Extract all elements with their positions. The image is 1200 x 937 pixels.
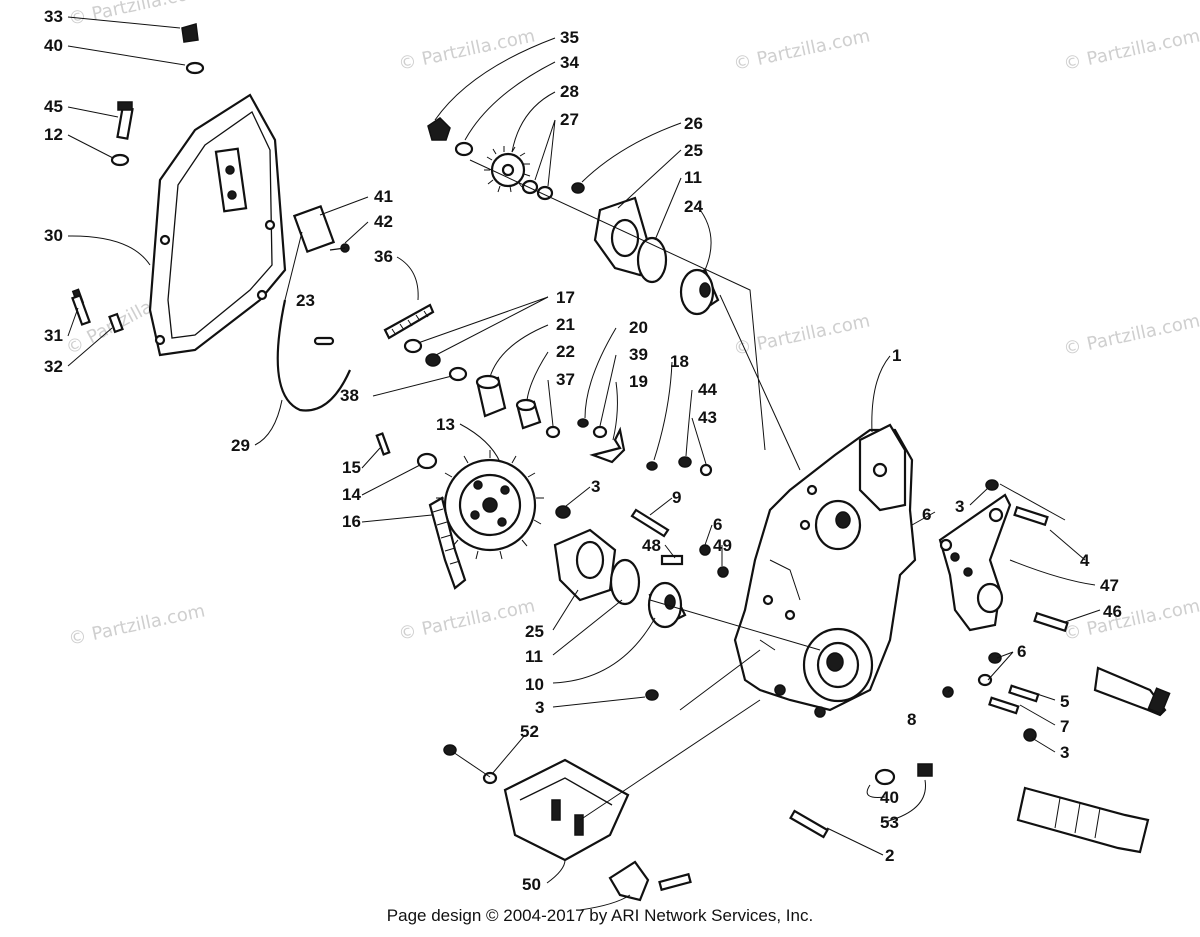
callout-19: 19	[629, 372, 648, 391]
callout-31: 31	[44, 326, 63, 345]
callout-labels: 33 40 45 12 30 31 32 29 23 41 42 36 35 3…	[44, 7, 1122, 894]
callout-35: 35	[560, 28, 579, 47]
callout-15: 15	[342, 458, 361, 477]
callout-22: 22	[556, 342, 575, 361]
washers-row	[403, 338, 468, 382]
callout-23: 23	[296, 291, 315, 310]
middle-hardware	[555, 505, 729, 578]
callout-3b: 3	[955, 497, 964, 516]
upper-bearing-assembly	[593, 196, 720, 316]
callout-40: 40	[44, 36, 63, 55]
lower-bearing-assembly	[553, 528, 687, 629]
callout-3c: 3	[535, 698, 544, 717]
tensioner-rollers	[475, 374, 713, 477]
callout-44: 44	[698, 380, 717, 399]
callout-16: 16	[342, 512, 361, 531]
callout-46: 46	[1103, 602, 1122, 621]
callout-1: 1	[892, 346, 901, 365]
callout-50: 50	[522, 875, 541, 894]
drive-chain-loop	[276, 204, 352, 412]
callout-25: 25	[684, 141, 703, 160]
callout-10: 10	[525, 675, 544, 694]
callout-3: 3	[591, 477, 600, 496]
callout-11b: 11	[525, 647, 543, 666]
callout-12: 12	[44, 125, 63, 144]
lower-bracket	[443, 689, 933, 902]
callout-25b: 25	[525, 622, 544, 641]
copyright-footer: Page design © 2004-2017 by ARI Network S…	[386, 906, 814, 925]
leader-lines	[67, 16, 1101, 911]
callout-6: 6	[713, 515, 722, 534]
tensioner-spring	[383, 303, 435, 340]
callout-24: 24	[684, 197, 703, 216]
callout-2: 2	[885, 846, 894, 865]
watermark: © Partzilla.com	[1062, 310, 1200, 359]
callout-53: 53	[880, 813, 899, 832]
callout-14: 14	[342, 485, 361, 504]
callout-34: 34	[560, 53, 579, 72]
watermark: © Partzilla.com	[397, 595, 537, 644]
callout-38: 38	[340, 386, 359, 405]
main-chaincase-housing	[733, 423, 917, 718]
callout-49: 49	[713, 536, 732, 555]
watermark: © Partzilla.com	[67, 600, 207, 649]
watermark: © Partzilla.com	[1062, 595, 1200, 644]
callout-20: 20	[629, 318, 648, 337]
callout-48: 48	[642, 536, 661, 555]
callout-6b: 6	[922, 505, 931, 524]
callout-43: 43	[698, 408, 717, 427]
callout-9: 9	[672, 488, 681, 507]
callout-29: 29	[231, 436, 250, 455]
callout-33: 33	[44, 7, 63, 26]
lower-sprocket-assembly	[375, 432, 544, 590]
cover-hardware	[71, 23, 205, 334]
callout-6c: 6	[1017, 642, 1026, 661]
callout-5: 5	[1060, 692, 1069, 711]
callout-42: 42	[374, 212, 393, 231]
watermark: © Partzilla.com	[67, 0, 207, 30]
callout-11: 11	[684, 168, 702, 187]
callout-45: 45	[44, 97, 63, 116]
callout-40b: 40	[880, 788, 899, 807]
callout-36: 36	[374, 247, 393, 266]
watermark: © Partzilla.com	[1062, 25, 1200, 74]
callout-30: 30	[44, 226, 63, 245]
callout-47: 47	[1100, 576, 1119, 595]
callout-37: 37	[556, 370, 575, 389]
callout-17: 17	[556, 288, 575, 307]
callout-7: 7	[1060, 717, 1069, 736]
callout-21: 21	[556, 315, 575, 334]
callout-4: 4	[1080, 551, 1090, 570]
watermark: © Partzilla.com	[732, 25, 872, 74]
watermark: © Partzilla.com	[397, 25, 537, 74]
callout-18: 18	[670, 352, 689, 371]
callout-41: 41	[374, 187, 393, 206]
drive-shafts	[1016, 666, 1171, 854]
callout-13: 13	[436, 415, 455, 434]
chaincase-cover	[148, 93, 287, 357]
mounting-plate	[938, 479, 1069, 742]
callout-39: 39	[629, 345, 648, 364]
callout-26: 26	[684, 114, 703, 133]
upper-sprocket-stack	[427, 117, 585, 201]
callout-3d: 3	[1060, 743, 1069, 762]
callout-8: 8	[907, 710, 916, 729]
callout-27: 27	[560, 110, 579, 129]
callout-28: 28	[560, 82, 579, 101]
callout-52: 52	[520, 722, 539, 741]
callout-32: 32	[44, 357, 63, 376]
